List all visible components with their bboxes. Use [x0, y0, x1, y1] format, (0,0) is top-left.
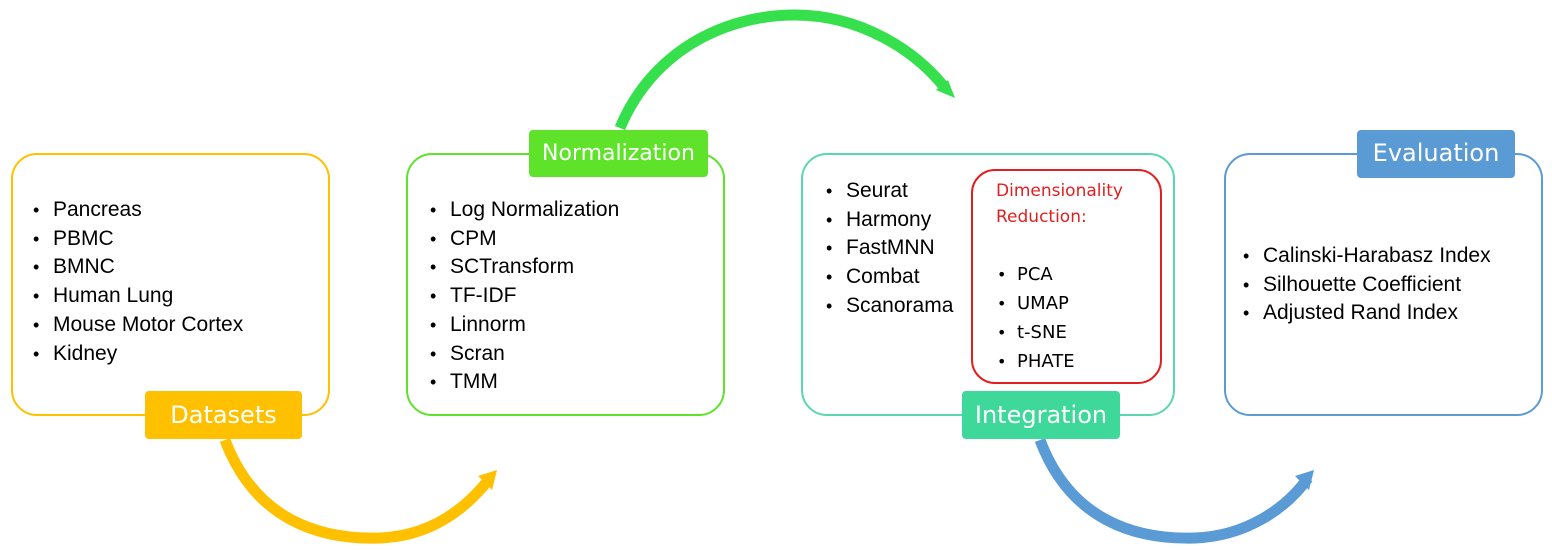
datasets-label: Datasets — [145, 391, 302, 439]
evaluation-label: Evaluation — [1357, 130, 1515, 178]
dimensionality-reduction-title-line2: Reduction: — [996, 207, 1087, 227]
list-item: TF-IDF — [430, 282, 619, 311]
list-item: Harmony — [826, 206, 953, 235]
list-item: Seurat — [826, 177, 953, 206]
normalization-list: Log Normalization CPM SCTransform TF-IDF… — [430, 196, 619, 397]
arrow-integration-to-evaluation — [1034, 438, 1314, 544]
list-item: PCA — [997, 260, 1075, 289]
list-item: Mouse Motor Cortex — [33, 311, 243, 340]
list-item: FastMNN — [826, 234, 953, 263]
dimensionality-reduction-list: PCA UMAP t-SNE PHATE — [997, 260, 1075, 376]
integration-list: Seurat Harmony FastMNN Combat Scanorama — [826, 177, 953, 321]
list-item: PBMC — [33, 225, 243, 254]
dimensionality-reduction-title: Dimensionality Reduction: — [996, 178, 1123, 230]
list-item: Combat — [826, 263, 953, 292]
list-item: Kidney — [33, 340, 243, 369]
list-item: SCTransform — [430, 253, 619, 282]
list-item: PHATE — [997, 347, 1075, 376]
list-item: Pancreas — [33, 196, 243, 225]
list-item: TMM — [430, 368, 619, 397]
list-item: Human Lung — [33, 282, 243, 311]
list-item: BMNC — [33, 253, 243, 282]
normalization-label: Normalization — [529, 130, 708, 177]
arrow-datasets-to-normalization — [219, 438, 497, 544]
arrow-normalization-to-integration — [614, 9, 955, 131]
list-item: t-SNE — [997, 318, 1075, 347]
list-item: UMAP — [997, 289, 1075, 318]
list-item: Calinski-Harabasz Index — [1243, 242, 1491, 271]
list-item: Silhouette Coefficient — [1243, 271, 1491, 300]
datasets-list: Pancreas PBMC BMNC Human Lung Mouse Moto… — [33, 196, 243, 368]
list-item: Scran — [430, 340, 619, 369]
list-item: Log Normalization — [430, 196, 619, 225]
evaluation-list: Calinski-Harabasz Index Silhouette Coeff… — [1243, 242, 1491, 328]
list-item: Scanorama — [826, 292, 953, 321]
list-item: Linnorm — [430, 311, 619, 340]
dimensionality-reduction-title-line1: Dimensionality — [996, 181, 1123, 201]
list-item: Adjusted Rand Index — [1243, 299, 1491, 328]
integration-label: Integration — [962, 391, 1120, 439]
list-item: CPM — [430, 225, 619, 254]
